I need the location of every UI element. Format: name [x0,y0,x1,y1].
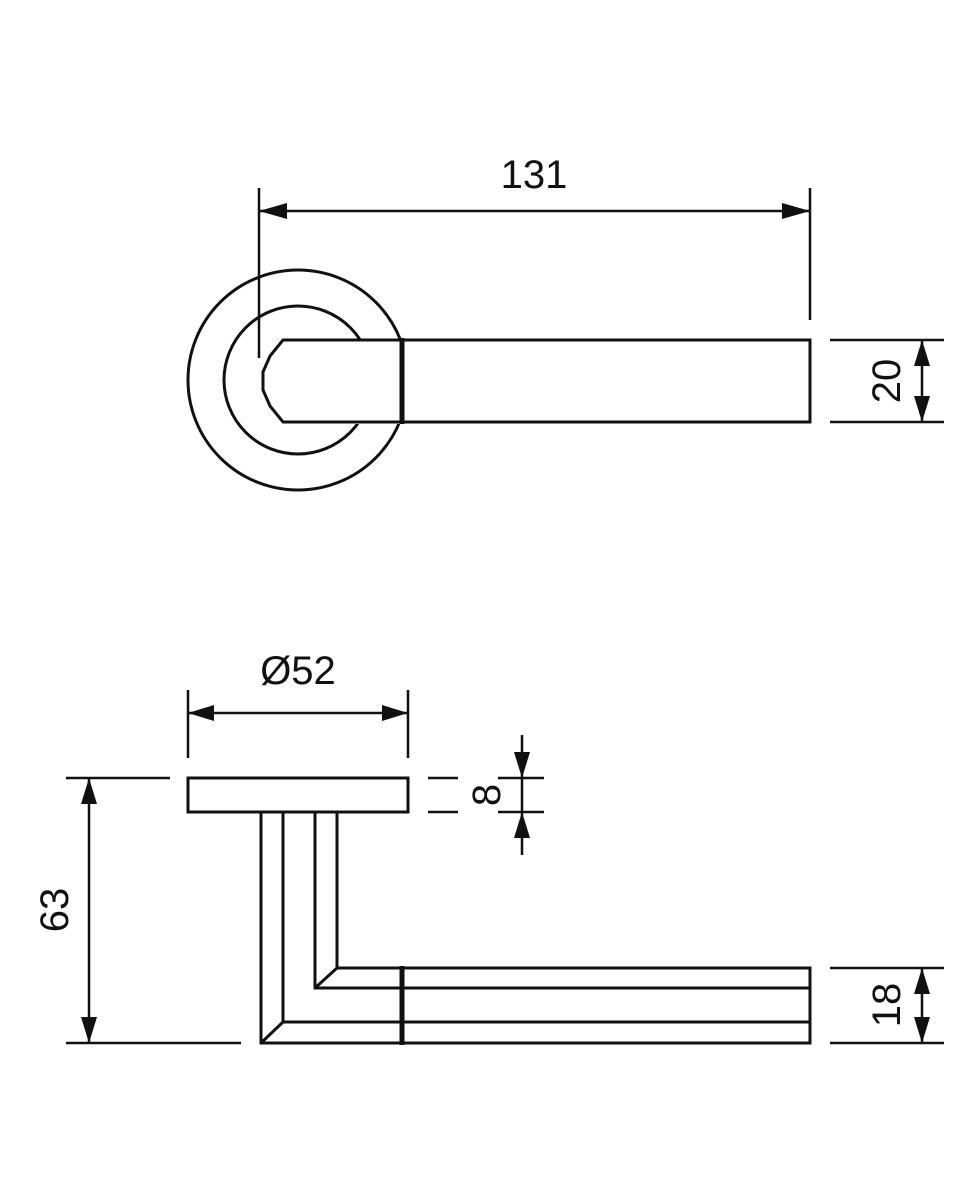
lever-neck [261,338,402,424]
arrowhead-height-top [81,778,97,804]
handle-mask [262,340,810,424]
corner-bevel-outer [259,1020,285,1045]
arrowhead-lever-bottom [914,1017,930,1043]
rose-plate [186,776,410,814]
arrowhead-lever-top [914,968,930,994]
width-dimension-label: 20 [865,359,909,404]
arrowhead-thickness-top [514,752,530,778]
lever-inner-profile-a [281,812,810,1024]
arrowhead-height-bottom [81,1017,97,1043]
thickness-label-mask [458,772,498,818]
corner-bevel-inner [313,966,339,990]
arrowhead-diameter-left [188,705,214,721]
lever-bar [402,338,812,424]
lever-thickness-dimension-label: 18 [865,983,909,1028]
lever-outer-profile [259,812,812,1045]
arrowhead-up [914,340,930,366]
lever-inner-profile-b [313,812,810,990]
arrowhead-thickness-bottom [514,812,530,838]
arrowhead-left [259,203,287,219]
length-dimension-label: 131 [501,153,568,197]
arrowhead-diameter-right [382,705,408,721]
side-view: Ø52 8 63 18 [33,649,944,1045]
diameter-dimension-label: Ø52 [260,649,336,693]
arrowhead-right [782,203,810,219]
height-dimension-label: 63 [33,888,77,933]
arrowhead-down [914,396,930,422]
thickness-dimension-label: 8 [465,784,509,806]
top-view: 131 20 [186,153,944,492]
